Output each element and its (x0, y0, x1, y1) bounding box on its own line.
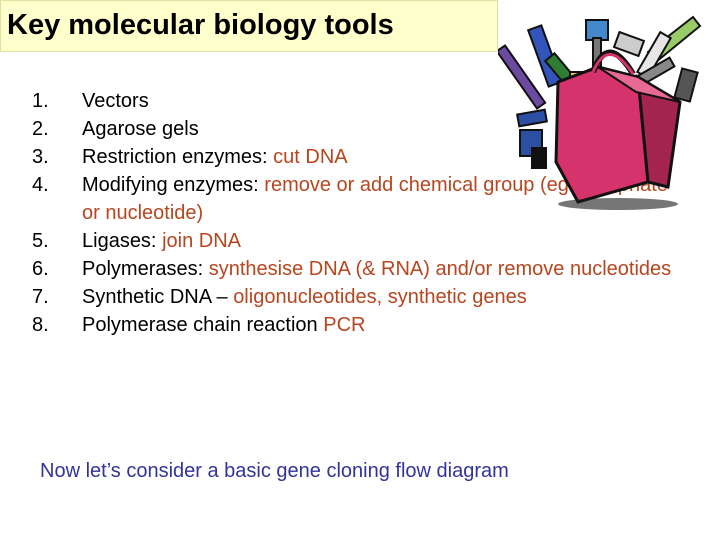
item-detail: synthesise DNA (& RNA) and/or remove nuc… (208, 258, 672, 280)
footer-note: Now let’s consider a basic gene cloning … (40, 460, 509, 482)
list-item: 4. Modifying enzymes: remove or add chem… (32, 171, 682, 227)
item-label: Ligases: (82, 230, 163, 252)
item-number: 3. (32, 146, 49, 168)
list-item: 3. Restriction enzymes: cut DNA (32, 143, 682, 171)
item-label: Modifying enzymes: (82, 174, 265, 196)
toolbox-icon (495, 12, 710, 212)
list-item: 5. Ligases: join DNA (32, 227, 682, 255)
item-number: 7. (32, 286, 49, 308)
item-detail: cut DNA (273, 146, 348, 168)
list-item: 2. Agarose gels (32, 115, 682, 143)
item-label: Polymerase chain reaction (82, 314, 324, 336)
tools-list: 1. Vectors 2. Agarose gels 3. Restrictio… (32, 87, 682, 339)
title-banner: Key molecular biology tools (0, 0, 498, 52)
list-item: 6. Polymerases: synthesise DNA (& RNA) a… (32, 255, 682, 283)
item-detail: PCR (323, 314, 366, 336)
item-number: 5. (32, 230, 49, 252)
item-detail: oligonucleotides, synthetic genes (233, 286, 527, 308)
item-label: Restriction enzymes: (82, 146, 274, 168)
item-number: 4. (32, 174, 49, 196)
list-item: 8. Polymerase chain reaction PCR (32, 311, 682, 339)
item-label: Agarose gels (82, 118, 199, 140)
list-item: 1. Vectors (32, 87, 682, 115)
item-number: 1. (32, 90, 49, 112)
item-detail: join DNA (162, 230, 241, 252)
item-number: 6. (32, 258, 49, 280)
item-label: Vectors (82, 90, 149, 112)
item-number: 8. (32, 314, 49, 336)
item-number: 2. (32, 118, 49, 140)
item-label: Polymerases: (82, 258, 209, 280)
list-item: 7. Synthetic DNA – oligonucleotides, syn… (32, 283, 682, 311)
item-label: Synthetic DNA – (82, 286, 234, 308)
page-title: Key molecular biology tools (7, 9, 394, 41)
